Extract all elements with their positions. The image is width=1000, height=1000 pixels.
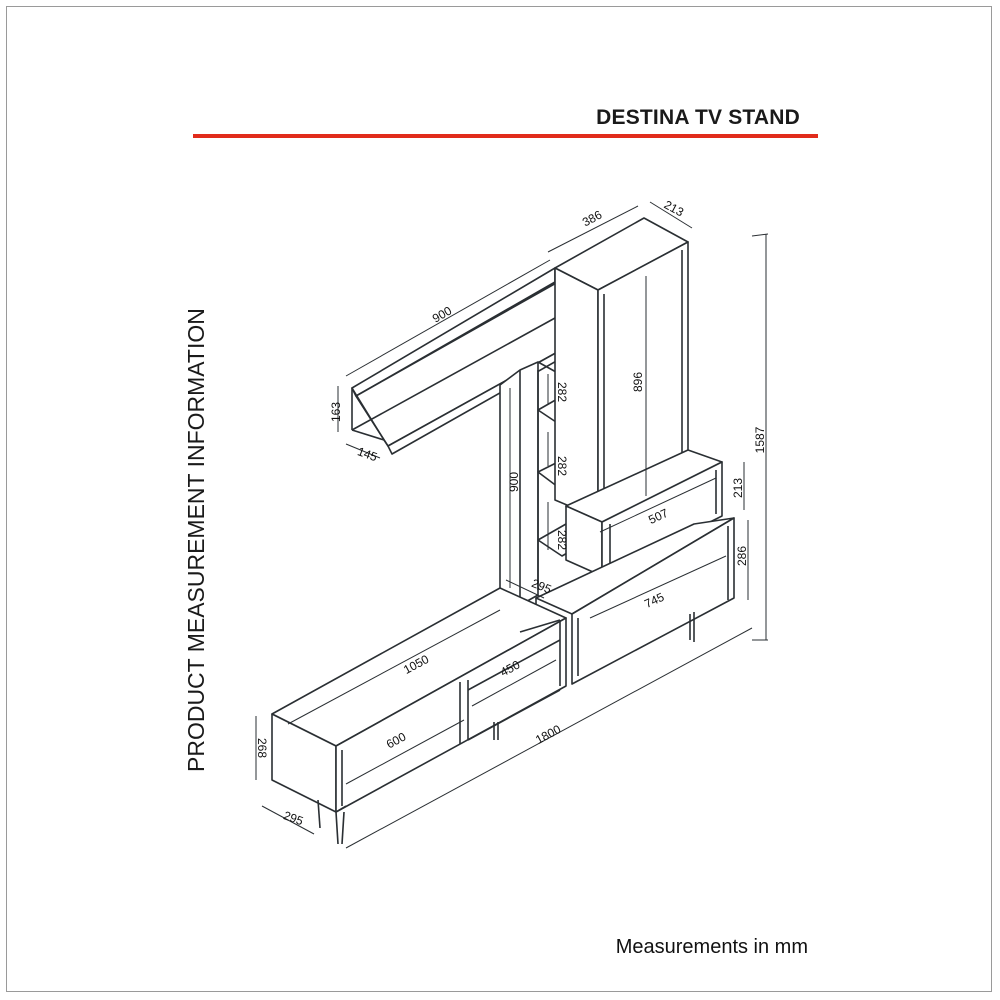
dim-base-height: 268	[255, 738, 269, 758]
units-note: Measurements in mm	[615, 936, 808, 958]
dim-total-height: 1587	[753, 426, 767, 453]
upper-drawer-block	[565, 449, 723, 577]
lower-drawer-block	[535, 517, 735, 685]
tall-cabinet	[554, 217, 689, 519]
title-underline	[193, 134, 818, 138]
base-unit	[271, 587, 567, 845]
dim-lower-drawer-height: 286	[735, 546, 749, 566]
dim-mini-shelf-2: 282	[555, 456, 569, 476]
dimension-lines	[255, 201, 769, 849]
dim-shelf-height: 163	[329, 402, 343, 422]
dim-post-height: 900	[507, 472, 521, 492]
dim-shelf-depth: 145	[356, 444, 380, 464]
dim-cabinet-height: 896	[631, 372, 645, 392]
dim-mini-shelf-3: 282	[555, 530, 569, 550]
dim-base-total-width: 1800	[533, 722, 563, 747]
dim-upper-drawer-height: 213	[731, 478, 745, 498]
page-title: DESTINA TV STAND	[596, 106, 800, 129]
dim-mini-shelf-1: 282	[555, 382, 569, 402]
dim-cabinet-width: 386	[580, 207, 605, 229]
dim-base-depth: 295	[282, 808, 306, 828]
page-frame	[6, 6, 992, 992]
dim-cabinet-depth: 213	[662, 198, 687, 220]
dim-shelf-width: 900	[430, 303, 455, 325]
